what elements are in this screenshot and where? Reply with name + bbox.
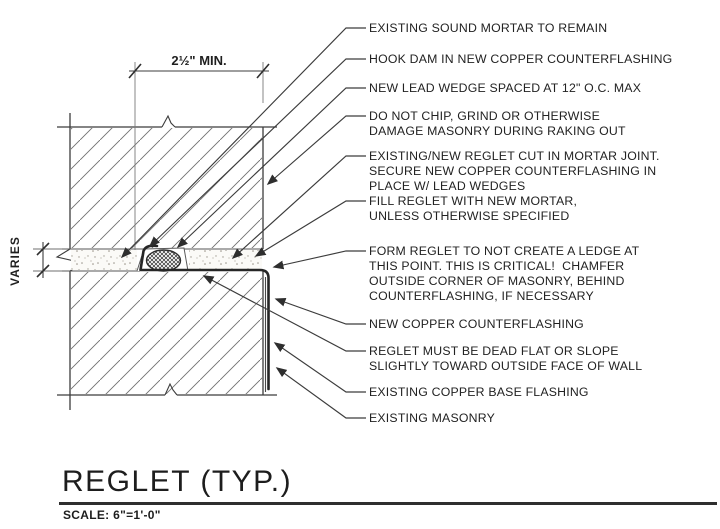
callout-existing-masonry: EXISTING MASONRY [369,410,495,425]
callout-existing-base-flashing: EXISTING COPPER BASE FLASHING [369,384,589,399]
top-dimension-label: 2½" MIN. [171,53,226,68]
callout-new-copper-counterflashing: NEW COPPER COUNTERFLASHING [369,316,584,331]
leader-hook-dam [148,58,366,248]
mortar-joint [62,248,263,272]
lower-masonry-block [57,271,277,396]
leader-reglet-cut [231,155,366,260]
callout-hook-dam: HOOK DAM IN NEW COPPER COUNTERFLASHING [369,51,673,66]
leader-reglet-dead-flat [202,275,366,352]
top-dimension: 2½" MIN. [128,53,270,250]
left-dimension: VARIES [8,236,62,286]
callout-do-not-chip: DO NOT CHIP, GRIND OR OTHERWISE DAMAGE M… [369,108,626,138]
callout-reglet-dead-flat: REGLET MUST BE DEAD FLAT OR SLOPE SLIGHT… [369,343,643,373]
callout-existing-sound-mortar: EXISTING SOUND MORTAR TO REMAIN [369,20,608,35]
drawing-scale: SCALE: 6"=1'-0" [63,508,161,522]
leader-do-not-chip [266,115,366,186]
title-underline [59,502,717,505]
leader-existing-masonry [275,367,366,419]
upper-masonry-block [57,114,277,249]
callout-form-reglet: FORM REGLET TO NOT CREATE A LEDGE AT THI… [369,243,640,303]
leader-fill-reglet [254,200,366,257]
drawing-title: REGLET (TYP.) [62,465,293,498]
callout-fill-reglet: FILL REGLET WITH NEW MORTAR, UNLESS OTHE… [369,193,578,223]
lead-wedge [145,249,182,272]
left-dimension-label: VARIES [8,236,22,286]
callout-lead-wedge: NEW LEAD WEDGE SPACED AT 12" O.C. MAX [369,80,642,95]
leader-form-reglet [272,250,366,270]
leader-existing-base-flashing [273,342,366,393]
callout-reglet-cut: EXISTING/NEW REGLET CUT IN MORTAR JOINT.… [369,148,660,193]
leader-existing-sound-mortar [120,27,366,259]
leader-lines [120,27,366,419]
leader-new-copper-counterflashing [274,298,366,325]
leader-lead-wedge [176,87,366,249]
